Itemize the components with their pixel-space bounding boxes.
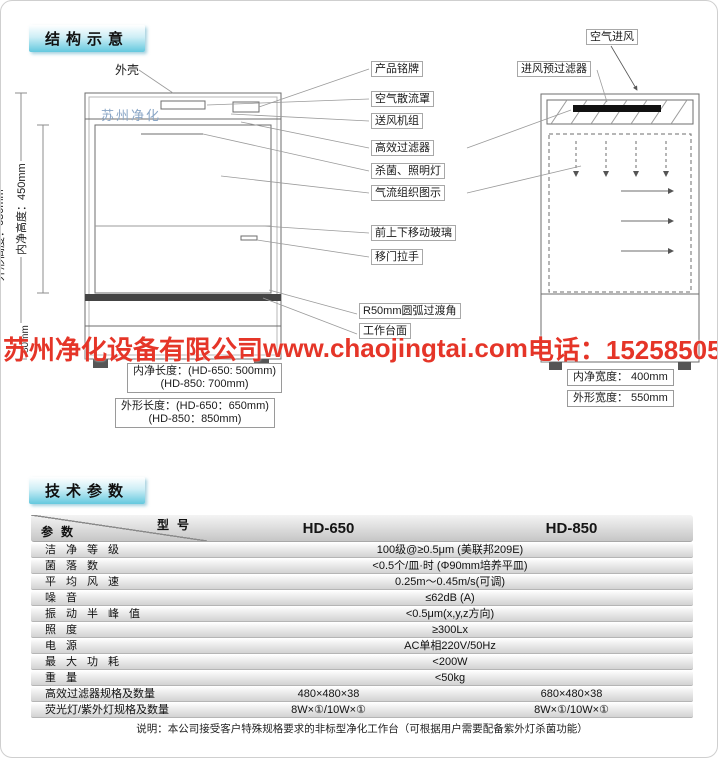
header-col-hd850: HD-850 [545,519,598,537]
callout-worktop: 工作台面 [359,323,411,339]
dim-outer-length: 外形长度：(HD-650：650mm) (HD-850：850mm) [115,398,275,428]
callout-diffuser: 空气散流罩 [371,91,434,107]
callout-airflow: 气流组织图示 [371,185,445,201]
row-value: <0.5个/皿·时 (Φ90mm培养平皿) [372,559,528,572]
callout-uv-lamp: 杀菌、照明灯 [371,163,445,179]
watermark-phone: 电话：15258505380 [527,335,717,365]
table-corner-cell: 型号 参数 [31,515,207,541]
header-col-hd650: HD-650 [302,519,355,537]
front-view [84,92,282,368]
table-row: 菌落数 <0.5个/皿·时 (Φ90mm培养平皿) [31,559,693,574]
dim-inner-length: 内净长度：(HD-650: 500mm) (HD-850: 700mm) [127,363,283,393]
row-value: AC单相220V/50Hz [404,639,496,652]
table-row: 洁净等级 100级@≥0.5μm (美联邦209E) [31,543,693,558]
spec-table: 型号 参数 HD-650 HD-850 洁净等级 100级@≥0.5μm (美联… [31,515,693,737]
row-value: 0.25m～0.45m/s(可调) [394,575,506,588]
callout-fan-unit: 送风机组 [371,113,423,129]
row-value-hd850: 8W×①/10W×① [534,703,609,716]
table-row: 噪音 ≤62dB (A) [31,591,693,606]
row-label: 平均风速 [45,575,129,588]
header-model: 型号 [156,518,197,532]
table-row: 平均风速 0.25m～0.45m/s(可调) [31,575,693,590]
side-view [540,93,700,370]
dim-outer-length-line1: 外形长度：(HD-650：650mm) [121,400,269,412]
table-row: 照度 ≥300Lx [31,623,693,638]
table-row: 最大功耗 <200W [31,655,693,670]
row-value-hd650: 8W×①/10W×① [291,703,366,716]
table-row: 振动半峰值 <0.5μm(x,y,z方向) [31,607,693,622]
row-label: 最大功耗 [45,655,129,668]
watermark-company: 苏州净化设备有限公司 [3,335,264,365]
table-row: 重量 <50kg [31,671,693,686]
row-value: ≤62dB (A) [425,591,475,604]
row-value-hd850: 680×480×38 [540,687,603,700]
table-row: 高效过滤器规格及数量 480×480×38 680×480×38 [31,687,693,702]
row-value: 100级@≥0.5μm (美联邦209E) [376,543,524,556]
row-value: ≥300Lx [431,623,468,636]
dim-inner-height: 内净高度：450mm [13,161,29,257]
watermark-website: www.chaojingtai.com [263,333,528,363]
section-title-structure: 结构示意 [29,25,146,52]
row-value: <0.5μm(x,y,z方向) [405,607,495,620]
row-label: 菌落数 [45,559,108,572]
dim-inner-length-line1: 内净长度：(HD-650: 500mm) [133,365,277,377]
row-label: 洁净等级 [45,543,129,556]
row-label: 重量 [45,671,87,684]
header-param: 参数 [41,525,82,539]
row-label: 电源 [45,639,87,652]
row-label: 噪音 [45,591,87,604]
dim-inner-width: 内净宽度： 400mm [567,369,674,386]
label-outer-shell: 外壳 [115,63,140,77]
callout-nameplate: 产品铭牌 [371,61,423,77]
label-prefilter: 进风预过滤器 [517,61,591,77]
dim-outer-length-line2: (HD-850：850mm) [148,413,242,425]
table-header-row: 型号 参数 HD-650 HD-850 [31,515,693,542]
structure-diagram: 苏州净化 外壳 空气进风 进风预过滤器 产品铭牌 空气散流罩 送风机组 高效过滤… [1,1,717,461]
row-label: 高效过滤器规格及数量 [45,687,155,700]
dim-outer-width: 外形宽度： 550mm [567,390,674,407]
row-label: 荧光灯/紫外灯规格及数量 [45,703,170,716]
callout-door-handle: 移门拉手 [371,249,423,265]
leader-lines [138,45,638,335]
section-title-parameters: 技术参数 [29,477,146,504]
row-label: 振动半峰值 [45,607,150,620]
table-row: 电源 AC单相220V/50Hz [31,639,693,654]
row-value-hd650: 480×480×38 [297,687,360,700]
callout-moving-glass: 前上下移动玻璃 [371,225,456,241]
row-label: 照度 [45,623,87,636]
dim-inner-length-line2: (HD-850: 700mm) [160,378,249,390]
row-value: <200W [432,655,468,668]
table-row: 荧光灯/紫外灯规格及数量 8W×①/10W×① 8W×①/10W×① [31,703,693,718]
row-value: <50kg [434,671,466,684]
brand-mark: 苏州净化 [101,108,162,123]
callout-r50-corner: R50mm圆弧过渡角 [359,303,461,319]
watermark-banner: 苏州净化设备有限公司 www.chaojingtai.com 电话：152585… [1,330,717,367]
dim-outer-height: 外形高度：650mm [1,187,7,283]
table-note: 说明：本公司接受客户特殊规格要求的非标型净化工作台（可根据用户需要配备紫外灯杀菌… [136,723,588,735]
label-air-inlet: 空气进风 [586,29,638,45]
callout-hepa-filter: 高效过滤器 [371,140,434,156]
